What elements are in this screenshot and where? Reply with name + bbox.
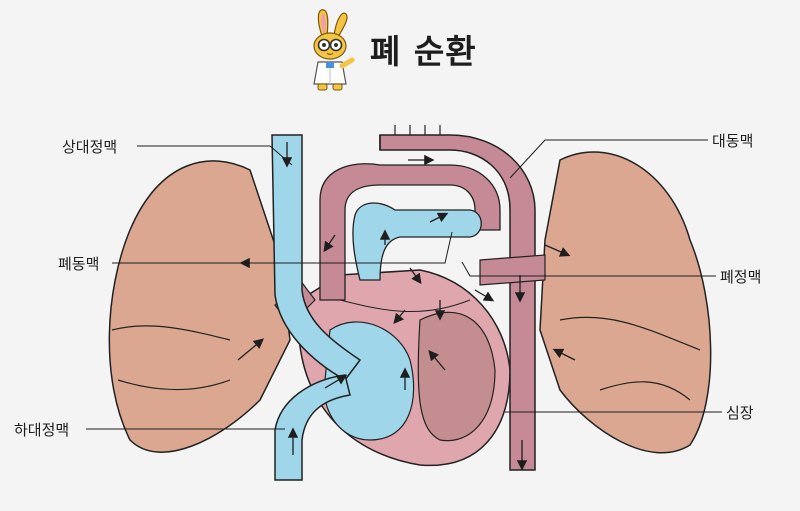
left-ventricle <box>417 311 496 442</box>
title-group: 폐 순환 <box>300 6 477 92</box>
label-pulmonary-artery: 폐동맥 <box>58 255 100 273</box>
rabbit-doctor-icon <box>313 9 355 91</box>
left-lung <box>108 160 291 453</box>
leader-lines <box>86 139 722 430</box>
label-inferior-vena-cava: 하대정맥 <box>14 421 70 439</box>
inferior-vena-cava <box>274 374 351 481</box>
label-aorta: 대동맥 <box>712 132 754 150</box>
page-title: 폐 순환 <box>370 32 477 71</box>
pulmonary-artery <box>352 202 482 281</box>
right-lung <box>539 151 712 454</box>
label-heart: 심장 <box>726 404 754 422</box>
label-pulmonary-vein: 폐정맥 <box>720 268 762 286</box>
aorta <box>379 134 536 471</box>
pulmonary-vein-right <box>479 254 546 286</box>
superior-vena-cava <box>271 134 362 381</box>
label-superior-vena-cava: 상대정맥 <box>62 138 118 156</box>
